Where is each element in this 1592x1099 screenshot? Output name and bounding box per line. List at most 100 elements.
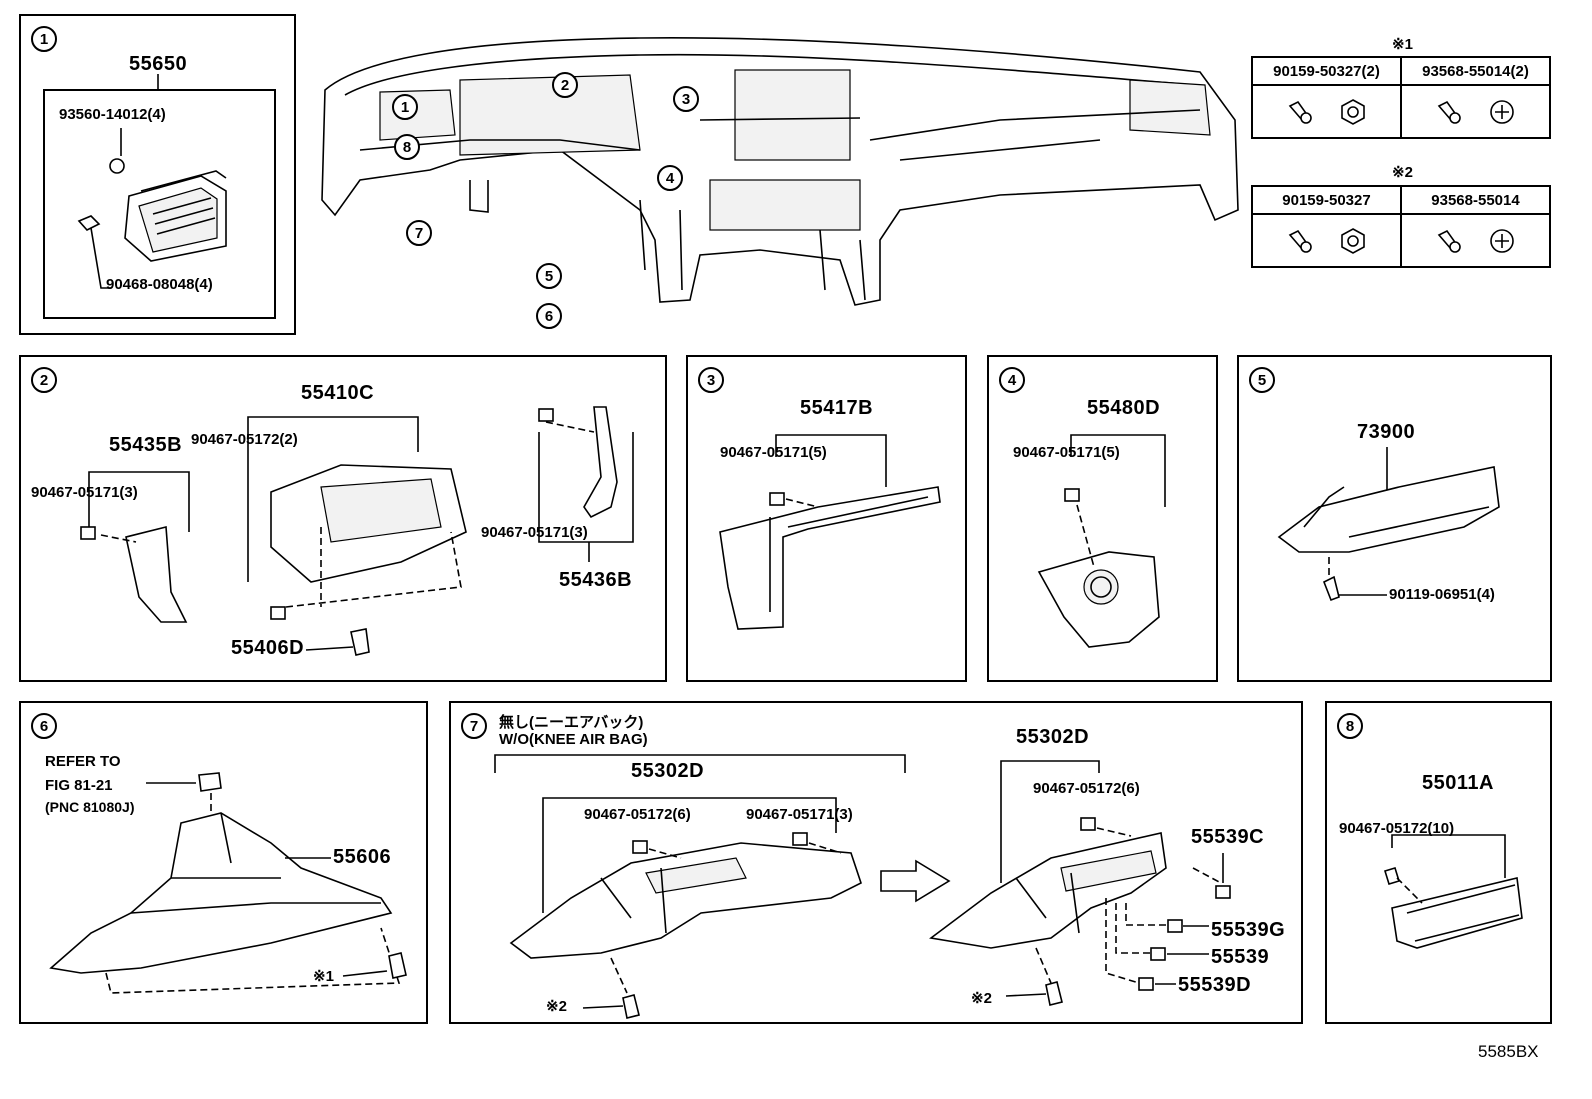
overview-callout-5: 5 [536,263,562,289]
section-2-panel: 2 55410C 90467-05172(2) 55435B 90467-051… [19,355,667,682]
part-label-55539: 55539 [1211,946,1270,968]
section-7-panel: 7 無し(ニーエアバック) W/O(KNEE AIR BAG) 55302D 9… [449,701,1303,1024]
spec-2-title: ※2 [1392,164,1413,181]
part-label-55480D: 55480D [1087,397,1161,419]
section-8-drawing [1383,834,1523,949]
part-label-73900: 73900 [1357,421,1416,443]
bolt-icon [1045,981,1063,1006]
part-label-90467-05171-left: 90467-05171(3) [746,806,853,823]
clip-icon [109,158,125,174]
section-1-subbox [43,89,276,319]
fig-ref-label: FIG 81-21 [45,777,113,794]
section-6-drawing [49,772,407,994]
section-7-drawing [494,754,1231,1019]
clip-icon [270,606,286,620]
part-label-90468-08048: 90468-08048(4) [106,276,213,293]
spec-1-table: 90159-50327(2) 93568-55014(2) [1251,56,1551,139]
section-4-number: 4 [999,367,1025,393]
bolt-icon [622,994,640,1019]
bolt-icon [1322,575,1340,602]
spec-2-left-part: 90159-50327 [1251,185,1402,215]
bolt-icon [388,952,407,979]
part-label-55302D-right: 55302D [1016,726,1090,748]
spec-mark-2-left: ※2 [546,998,567,1015]
spec-1-left-part: 90159-50327(2) [1251,56,1402,86]
switch-cap-icon [1167,919,1183,933]
part-label-93560-14012: 93560-14012(4) [59,106,166,123]
part-label-90467-05171: 90467-05171(5) [1013,444,1120,461]
part-label-55011A: 55011A [1422,772,1494,794]
clip-icon [1080,817,1096,831]
refer-to-label: REFER TO [45,753,121,770]
diagram-code: 5585BX [1478,1042,1539,1061]
spec-mark-2-right: ※2 [971,990,992,1007]
section-5-panel: 5 73900 90119-06951(4) [1237,355,1552,682]
part-label-55302D-left: 55302D [631,760,705,782]
spec-1-title: ※1 [1392,36,1413,53]
overview-callout-8: 8 [394,134,420,160]
knee-airbag-note-jp: 無し(ニーエアバック) [499,714,644,731]
overview-callout-1: 1 [392,94,418,120]
clip-icon [632,840,648,854]
clip-icon [1064,488,1080,502]
section-3-drawing [719,434,941,630]
part-label-90467-05172: 90467-05172(10) [1339,820,1455,837]
pnc-ref-label: (PNC 81080J) [45,799,135,815]
phillips-head-icon [1489,99,1514,124]
part-label-55435B: 55435B [109,434,183,456]
section-6-panel: 6 REFER TO FIG 81-21 (PNC 81080J) 55606 … [19,701,428,1024]
lower-finish-panel [719,486,941,630]
part-label-55436B: 55436B [559,569,633,591]
cluster-lower-panel [1391,877,1523,949]
clip-icon [1383,867,1401,885]
overview-callout-2: 2 [552,72,578,98]
spec-2-right-part: 93568-55014 [1400,185,1551,215]
spec-1-right-part: 93568-55014(2) [1400,56,1551,86]
lower-console-part [509,842,862,959]
part-label-90467-05171-right: 90467-05171(3) [481,524,588,541]
part-label-90467-05172-right: 90467-05172(6) [1033,780,1140,797]
part-label-55539C: 55539C [1191,826,1265,848]
switch-cap-icon [1150,947,1166,961]
part-label-90119-06951: 90119-06951(4) [1389,586,1495,603]
section-1-drawing [77,74,227,289]
clip-icon [792,832,808,846]
overview-callout-6: 6 [536,303,562,329]
section-3-panel: 3 55417B 90467-05171(5) [686,355,967,682]
section-5-number: 5 [1249,367,1275,393]
section-3-number: 3 [698,367,724,393]
overview-callout-4: 4 [657,165,683,191]
clip-icon [769,492,785,506]
hex-head-icon [1340,98,1365,125]
section-6-number: 6 [31,713,57,739]
section-8-panel: 8 55011A 90467-05172(10) [1325,701,1552,1024]
part-label-55539G: 55539G [1211,919,1286,941]
airbag-assembly-part [1277,466,1500,553]
bolt-icon [1289,100,1313,124]
section-1-panel: 1 55650 93560-14012(4) 90468-08048(4) [19,14,296,335]
part-label-55650: 55650 [129,53,188,75]
nut-icon [77,215,101,231]
spec-mark-1: ※1 [313,968,334,985]
part-label-90467-05172-left: 90467-05172(6) [584,806,691,823]
section-4-drawing [1037,434,1166,648]
section-2-drawing [80,406,634,656]
clip-icon [80,526,96,540]
part-label-55410C: 55410C [301,382,375,404]
under-cover-part [49,812,393,974]
knee-airbag-note-en: W/O(KNEE AIR BAG) [499,731,648,748]
overview-callout-3: 3 [673,86,699,112]
section-5-drawing [1277,447,1500,602]
part-label-90467-05172: 90467-05172(2) [191,431,298,448]
switch-part [350,628,370,656]
section-4-panel: 4 55480D 90467-05171(5) [987,355,1218,682]
section-8-number: 8 [1337,713,1363,739]
arrow-right-icon [880,859,951,903]
pillar-trim-part [583,406,618,519]
switch-cap-icon [1138,977,1154,991]
overview-callout-7: 7 [406,220,432,246]
lower-console-part [929,832,1167,949]
hex-head-icon [1340,227,1365,254]
part-label-55606: 55606 [333,846,392,868]
switch-cap-icon [1215,885,1231,899]
